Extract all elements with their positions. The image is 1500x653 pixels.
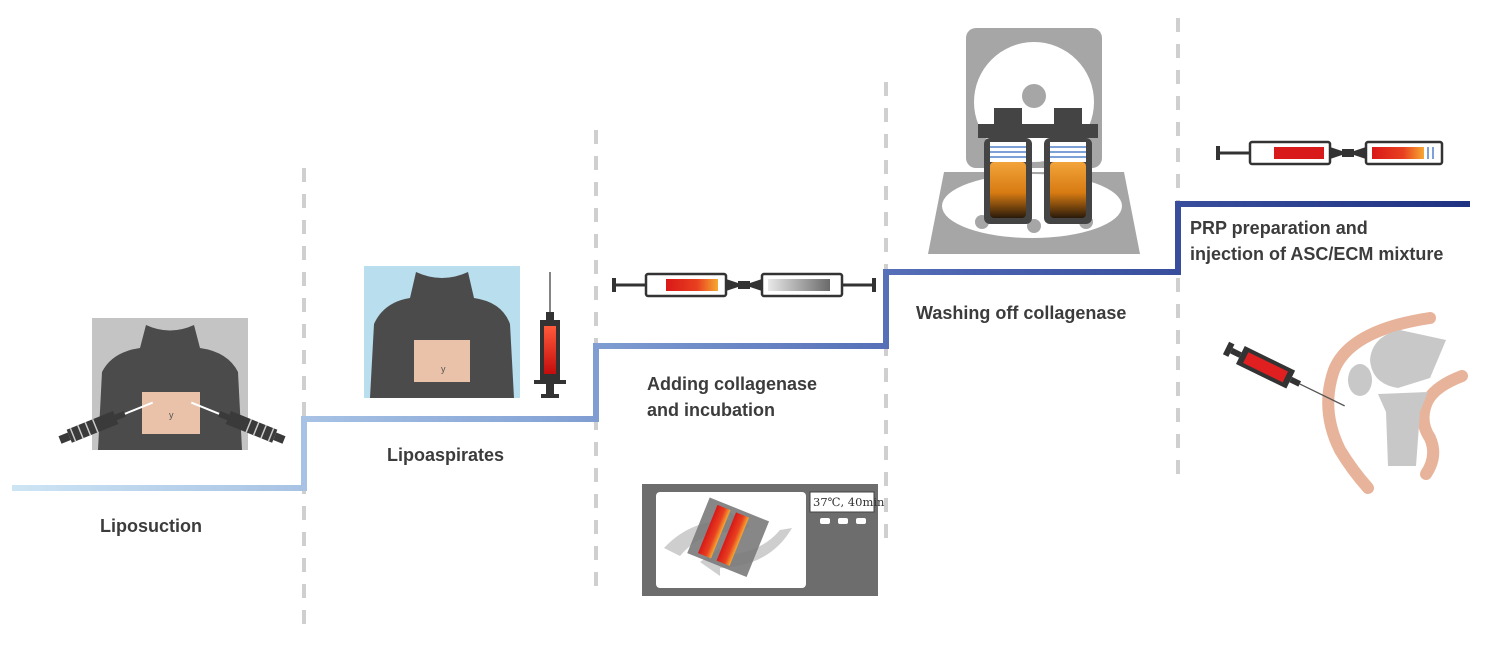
- navel-icon: y: [169, 410, 174, 420]
- step-label-line: PRP preparation and: [1190, 218, 1368, 238]
- prp-syringes-icon: [1216, 140, 1444, 166]
- centrifuge-tube-right-icon: [1038, 108, 1098, 224]
- knee-joint-illustration: [1222, 312, 1468, 494]
- collagenase-syringes-icon: [612, 272, 876, 298]
- step-label-line: Lipoaspirates: [387, 445, 505, 465]
- step-label-line: and incubation: [647, 400, 775, 420]
- abdomen-area: [142, 392, 200, 434]
- step-label-line: injection of ASC/ECM mixture: [1190, 244, 1444, 264]
- lipoaspirates-illustration: y: [364, 266, 566, 398]
- incubator-readout: 37℃, 40min: [813, 495, 885, 509]
- torso-icon: [98, 325, 242, 450]
- step-label-line: Washing off collagenase: [916, 303, 1127, 323]
- step-label-prp: PRP preparation and injection of ASC/ECM…: [1190, 215, 1443, 267]
- step-label-washing: Washing off collagenase: [916, 300, 1126, 326]
- cannula-syringe-right-icon: [190, 401, 286, 444]
- centrifuge-illustration: [928, 28, 1140, 254]
- staircase-line: [12, 201, 1470, 491]
- blood-syringe-icon: [534, 272, 566, 398]
- centrifuge-tube-left-icon: [978, 108, 1038, 224]
- liposuction-illustration: y: [58, 318, 286, 450]
- torso-icon: [370, 272, 514, 398]
- step-label-line: Adding collagenase: [647, 374, 818, 394]
- injection-syringe-icon: [1222, 341, 1345, 407]
- incubator-display: [809, 491, 875, 513]
- cannula-syringe-left-icon: [58, 401, 154, 444]
- navel-icon: y: [441, 364, 446, 374]
- incubator-device: 37℃, 40min: [642, 484, 885, 596]
- abdomen-area: [414, 340, 470, 382]
- step-label-line: Liposuction: [100, 516, 202, 536]
- step-label-collagenase: Adding collagenase and incubation: [647, 371, 817, 423]
- step-label-lipoaspirates: Lipoaspirates: [387, 442, 504, 468]
- step-label-liposuction: Liposuction: [100, 513, 202, 539]
